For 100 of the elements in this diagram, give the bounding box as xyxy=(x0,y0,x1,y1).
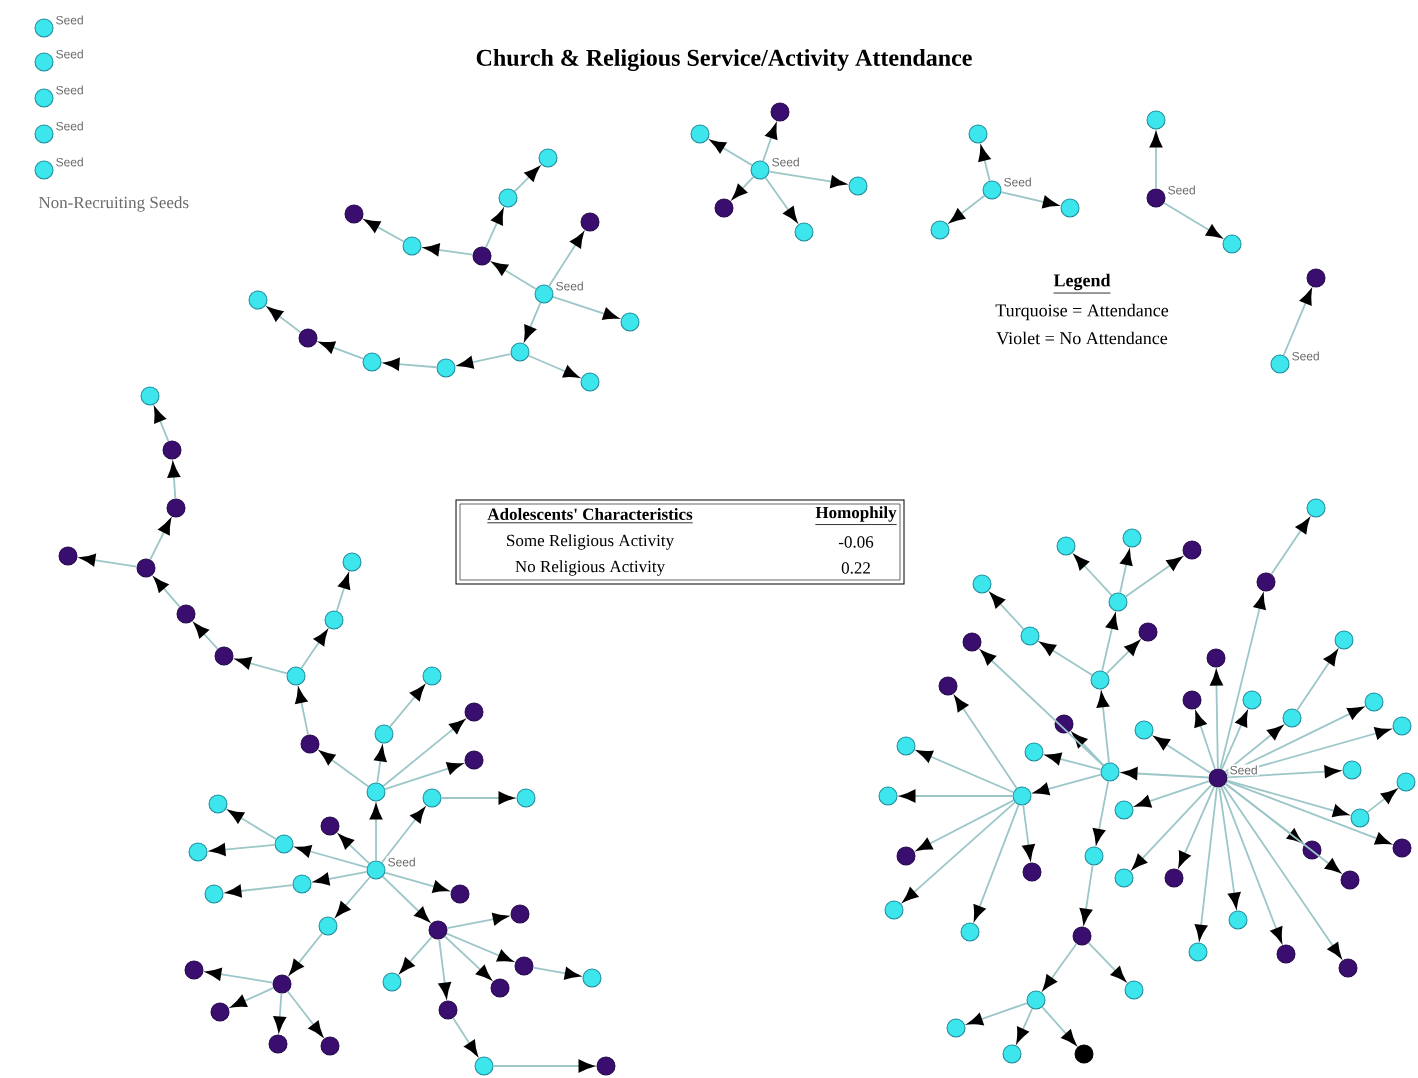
node-circle xyxy=(214,646,234,666)
node-circle xyxy=(374,724,394,744)
node-circle xyxy=(1090,670,1110,690)
node-circle xyxy=(1054,714,1074,734)
title: Church & Religious Service/Activity Attendance xyxy=(476,49,972,71)
arrow xyxy=(548,232,584,287)
node-circle xyxy=(1146,188,1166,208)
arrow xyxy=(900,789,1014,803)
arrow xyxy=(235,657,288,675)
node-circle xyxy=(1256,572,1276,592)
node-circle xyxy=(538,148,558,168)
node-circle xyxy=(34,18,54,38)
arrow xyxy=(267,307,302,334)
arrow xyxy=(1016,1007,1034,1043)
arrow xyxy=(153,577,181,608)
arrow xyxy=(485,209,504,249)
arrow xyxy=(1220,711,1248,771)
node-circle xyxy=(1100,762,1120,782)
arrow xyxy=(1226,765,1340,779)
arrow xyxy=(1124,556,1183,598)
node-circle xyxy=(510,904,530,924)
arrow xyxy=(1226,727,1391,777)
node-circle xyxy=(946,1018,966,1038)
arrow xyxy=(399,936,433,974)
arrow xyxy=(513,166,540,193)
node-circle xyxy=(318,916,338,936)
arrow xyxy=(1042,942,1078,991)
arrow xyxy=(1105,640,1140,675)
node-circle xyxy=(210,1002,230,1022)
arrow xyxy=(762,123,778,162)
node-circle xyxy=(320,1036,340,1056)
node-circle xyxy=(204,884,224,904)
node-circle xyxy=(272,974,292,994)
node-circle xyxy=(1026,990,1046,1010)
arrow xyxy=(1122,767,1210,780)
node-circle xyxy=(582,968,602,988)
arrow xyxy=(1194,711,1216,770)
node-circle xyxy=(1188,942,1208,962)
arrow xyxy=(1218,786,1241,908)
node-circle xyxy=(1114,800,1134,820)
node-circle xyxy=(248,290,268,310)
arrow xyxy=(1149,132,1163,190)
arrow xyxy=(444,935,492,980)
arrow xyxy=(973,804,1020,921)
arrow xyxy=(300,629,328,670)
node-circle xyxy=(34,124,54,144)
arrow xyxy=(382,719,465,787)
node-circle xyxy=(510,342,530,362)
arrow xyxy=(1226,780,1391,845)
node-circle xyxy=(1276,944,1296,964)
node-circle xyxy=(362,352,382,372)
node-circle xyxy=(580,212,600,232)
arrow xyxy=(527,354,579,378)
node-circle xyxy=(1396,772,1416,792)
arrow xyxy=(978,145,991,182)
node-circle xyxy=(422,666,442,686)
node-circle xyxy=(450,884,470,904)
node-circle xyxy=(208,794,228,814)
node-circle xyxy=(1146,110,1166,130)
node-circle xyxy=(1012,786,1032,806)
node-circle xyxy=(324,610,344,630)
arrow xyxy=(1033,773,1102,796)
arrow xyxy=(369,804,383,862)
node-circle xyxy=(1228,910,1248,930)
arrow xyxy=(916,799,1015,851)
arrow xyxy=(1045,752,1102,771)
arrow xyxy=(1163,202,1222,239)
node-circle xyxy=(1024,742,1044,762)
node-circle xyxy=(514,956,534,976)
node-circle xyxy=(1138,622,1158,642)
arrow xyxy=(446,912,509,930)
arrow xyxy=(954,695,1018,790)
node-circle xyxy=(1364,692,1384,712)
node-circle xyxy=(972,574,992,594)
node-circle xyxy=(402,236,422,256)
arrow xyxy=(1096,692,1110,764)
arrow xyxy=(381,875,430,922)
node-circle xyxy=(960,922,980,942)
node-circle xyxy=(884,900,904,920)
arrow xyxy=(1072,732,1105,767)
node-circle xyxy=(140,386,160,406)
arrow xyxy=(710,139,753,166)
node-circle xyxy=(366,860,386,880)
arrow xyxy=(990,592,1025,630)
node-circle xyxy=(1056,536,1076,556)
table-cell: 0.22 xyxy=(841,562,870,574)
arrow xyxy=(231,987,275,1008)
node-circle xyxy=(184,960,204,980)
arrow xyxy=(492,1059,594,1073)
arrow xyxy=(289,932,323,975)
node-circle xyxy=(1164,868,1184,888)
arrow xyxy=(80,553,138,568)
node-circle xyxy=(770,102,790,122)
node-circle xyxy=(58,546,78,566)
arrow xyxy=(286,990,323,1037)
arrow xyxy=(764,176,798,223)
arrow xyxy=(1000,191,1059,209)
arrow xyxy=(210,843,276,856)
node-circle xyxy=(1182,690,1202,710)
arrow xyxy=(228,809,277,840)
